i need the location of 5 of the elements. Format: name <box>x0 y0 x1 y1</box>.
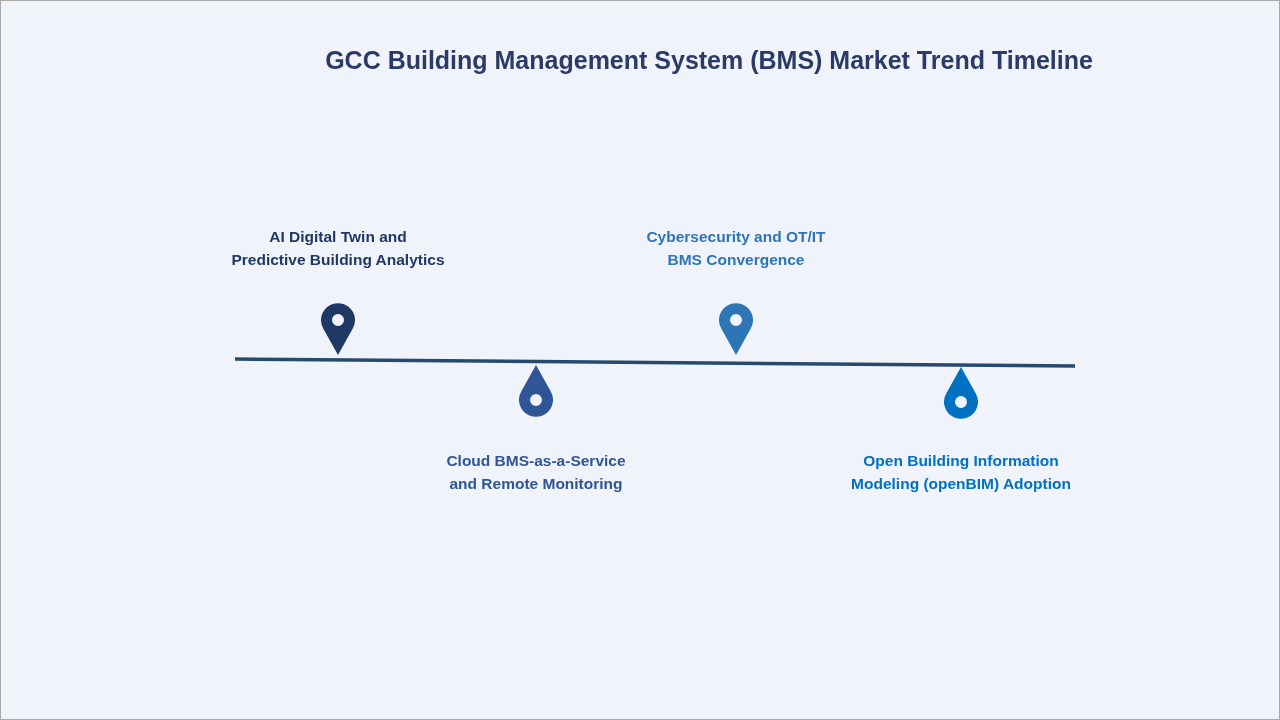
milestone-label: Cybersecurity and OT/IT BMS Convergence <box>645 227 827 270</box>
title: GCC Building Management System (BMS) Market Trend Timeline <box>325 45 1093 76</box>
milestone-label: AI Digital Twin and Predictive Building Analytics <box>230 227 446 270</box>
milestone-label: Open Building Information Modeling (openBIM) Adoption <box>850 451 1072 494</box>
milestone-label: Cloud BMS-as-a-Service and Remote Monitoring <box>445 451 627 494</box>
